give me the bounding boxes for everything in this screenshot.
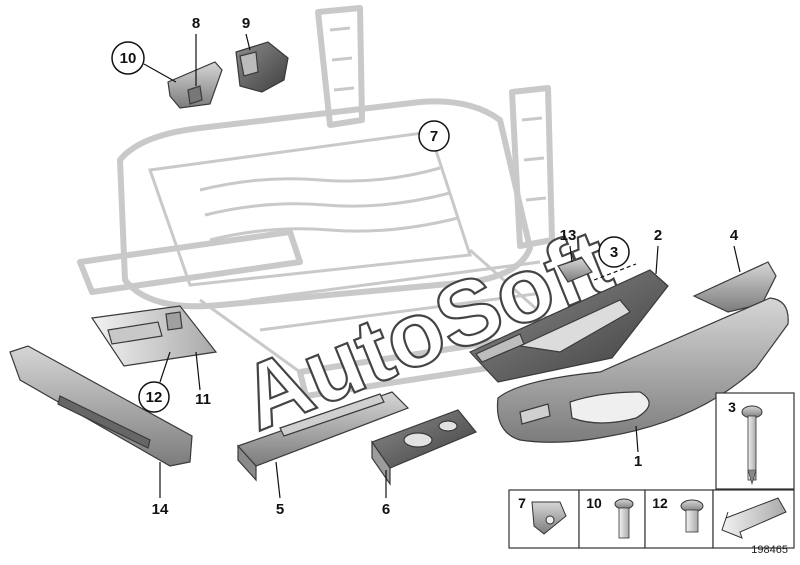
seat-cushion-frame bbox=[117, 98, 533, 310]
svg-text:7: 7 bbox=[430, 128, 438, 145]
seat-linkage bbox=[199, 248, 561, 374]
part-8-bracket bbox=[167, 61, 223, 109]
svg-text:10: 10 bbox=[586, 495, 602, 511]
callout-14: 14 bbox=[152, 462, 169, 518]
part-5-housing bbox=[236, 391, 410, 482]
part-6-switch bbox=[371, 409, 477, 486]
legend-box-10: 10 bbox=[578, 489, 646, 549]
svg-text:8: 8 bbox=[192, 15, 200, 32]
seat-inner-frame bbox=[147, 130, 472, 287]
backrest-upright-left bbox=[315, 5, 365, 128]
svg-text:9: 9 bbox=[242, 15, 250, 32]
spring-wire-1 bbox=[199, 166, 441, 192]
callout-5: 5 bbox=[275, 461, 284, 518]
part-14-trim bbox=[9, 345, 193, 467]
callout-1: 1 bbox=[634, 425, 642, 470]
part-11-plate bbox=[90, 305, 218, 367]
legend-box-12: 12 bbox=[644, 489, 714, 549]
svg-text:12: 12 bbox=[146, 389, 163, 406]
callout-4: 4 bbox=[730, 227, 741, 273]
part-13-clip bbox=[557, 257, 593, 283]
backrest-ribs-right bbox=[521, 116, 547, 202]
legend-box-7: 7 bbox=[508, 489, 580, 549]
callout-6: 6 bbox=[382, 470, 390, 518]
backrest-ribs bbox=[329, 26, 355, 92]
spring-wire-2 bbox=[204, 191, 451, 217]
legend-arrow-box bbox=[712, 489, 795, 549]
svg-text:4: 4 bbox=[730, 227, 739, 244]
svg-text:6: 6 bbox=[382, 501, 390, 518]
callout-7: 7 bbox=[418, 120, 450, 152]
svg-text:2: 2 bbox=[654, 227, 662, 244]
callout-2: 2 bbox=[654, 227, 662, 275]
callout-9: 9 bbox=[242, 15, 251, 51]
callout-3: 3 bbox=[593, 236, 637, 281]
svg-text:3: 3 bbox=[610, 244, 618, 261]
callout-10: 10 bbox=[111, 41, 177, 83]
svg-text:11: 11 bbox=[195, 391, 211, 408]
part-4-cap bbox=[692, 261, 777, 313]
svg-text:12: 12 bbox=[652, 495, 668, 511]
svg-text:7: 7 bbox=[518, 495, 526, 511]
callout-8: 8 bbox=[192, 15, 200, 86]
backrest-upright-right bbox=[509, 85, 555, 249]
part-9-cover bbox=[235, 41, 289, 93]
svg-text:3: 3 bbox=[728, 399, 736, 415]
svg-text:10: 10 bbox=[120, 50, 137, 67]
part-1-side-cover bbox=[496, 297, 789, 443]
seat-rail-left bbox=[77, 229, 303, 295]
document-number: 198465 bbox=[751, 544, 788, 556]
part-2-frame bbox=[468, 269, 669, 383]
svg-text:1: 1 bbox=[634, 453, 642, 470]
callout-11: 11 bbox=[195, 351, 211, 408]
svg-text:14: 14 bbox=[152, 501, 169, 518]
legend-screw-box: 3 bbox=[715, 392, 795, 490]
svg-text:5: 5 bbox=[276, 501, 284, 518]
svg-text:13: 13 bbox=[560, 227, 577, 244]
seat-frame-illustration bbox=[77, 5, 569, 399]
callout-12: 12 bbox=[138, 351, 171, 413]
callout-13: 13 bbox=[560, 227, 577, 263]
spring-wire-3 bbox=[209, 216, 459, 242]
